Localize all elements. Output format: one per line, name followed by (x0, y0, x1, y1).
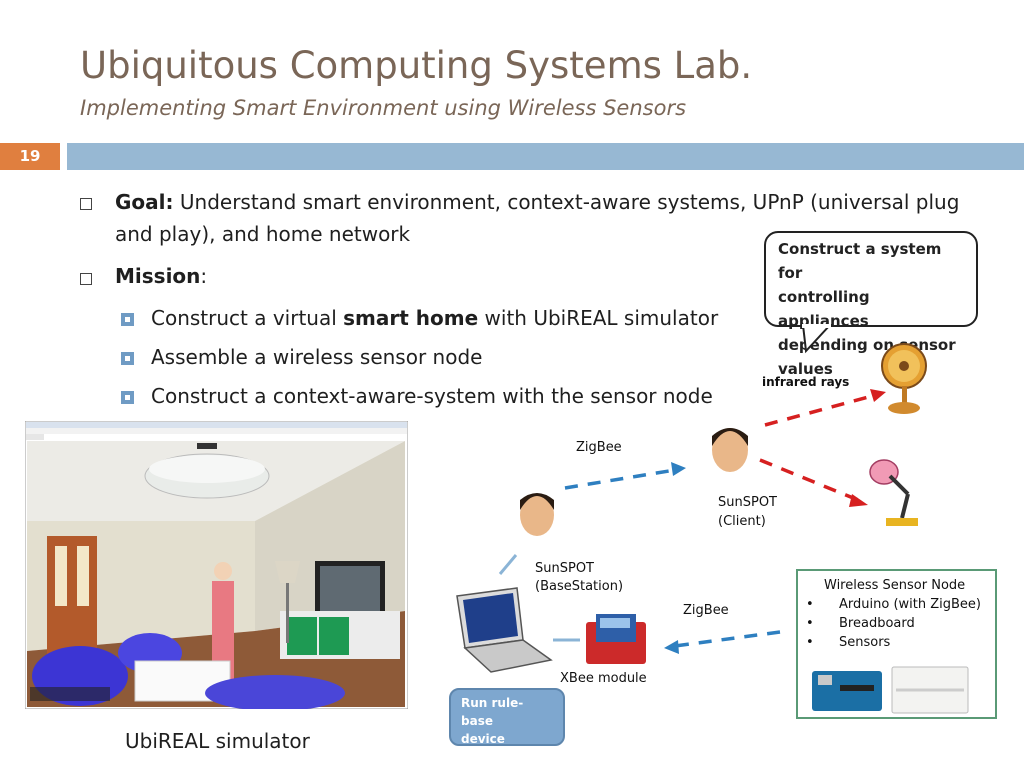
mission-colon: : (200, 264, 208, 288)
mission-heading: Mission: (115, 264, 207, 288)
slide-subtitle: Implementing Smart Environment using Wir… (80, 96, 687, 120)
wsn-bullet-icon: • (806, 616, 814, 631)
breadboard-icon (891, 666, 969, 714)
zigbee-label-bottom: ZigBee (683, 603, 729, 618)
infrared-arrow-lamp (759, 458, 859, 502)
zigbee-label-top: ZigBee (576, 440, 622, 455)
slide-title: Ubiquitous Computing Systems Lab. (80, 44, 753, 87)
basestation-label-1: SunSPOT (535, 561, 594, 576)
goal-text-2: and play), and home network (115, 222, 411, 246)
infrared-arrowhead-lamp (849, 494, 868, 507)
sunspot-client-photo (712, 428, 748, 472)
wsn-bullet-icon: • (806, 597, 814, 612)
bullet-square-icon (80, 273, 92, 285)
laptop-icon (456, 587, 553, 673)
arduino-board-icon (812, 671, 882, 711)
laptop-usb-connector (498, 554, 518, 575)
mission-label: Mission (115, 264, 201, 288)
zigbee-arrow-top (564, 468, 676, 490)
goal-label: Goal (115, 190, 166, 214)
infrared-arrowhead-fan (870, 389, 886, 402)
slide-number: 19 (0, 143, 60, 170)
mission-item-3: Construct a context-aware-system with th… (151, 384, 713, 408)
callout-bubble: Construct a system for controlling appli… (764, 231, 978, 378)
infrared-label: infrared rays (762, 375, 850, 389)
rule-base-box: Run rule-base device control scenario (449, 688, 565, 782)
rule-line-3: scenario (461, 768, 519, 782)
rule-line-1: Run rule-base (461, 696, 524, 728)
mission-item-1: Construct a virtual smart home with UbiR… (151, 306, 718, 330)
callout-line-4: values (778, 360, 833, 378)
wsn-bullet-icon: • (806, 635, 814, 650)
client-label-2: (Client) (718, 514, 766, 529)
sub-bullet-icon (121, 352, 134, 365)
mission-item-1-post: with UbiREAL simulator (478, 306, 719, 330)
fan-icon (881, 343, 927, 414)
sub-bullet-icon (121, 313, 134, 326)
wsn-title: Wireless Sensor Node (824, 578, 966, 593)
wsn-item: Arduino (with ZigBee) (839, 597, 981, 612)
system-diagram-arrows (498, 389, 886, 654)
xbee-module-icon (586, 614, 646, 664)
callout-line-2: controlling appliances (778, 288, 870, 330)
goal-colon: : (165, 190, 174, 214)
goal-line-1: Goal: Understand smart environment, cont… (115, 190, 959, 214)
wsn-item: Sensors (839, 635, 891, 650)
sub-bullet-icon (121, 391, 134, 404)
basestation-label-2: (BaseStation) (535, 579, 624, 594)
mission-item-1-pre: Construct a virtual (151, 306, 344, 330)
goal-text-1: Understand smart environment, context-aw… (173, 190, 960, 214)
infrared-arrow-fan (764, 393, 877, 427)
sunspot-basestation-photo (520, 493, 554, 536)
zigbee-arrowhead-bottom (664, 640, 679, 654)
xbee-module-label: XBee module (560, 671, 647, 686)
simulator-caption: UbiREAL simulator (125, 729, 310, 753)
client-label-1: SunSPOT (718, 495, 777, 510)
mission-item-1-bold: smart home (343, 306, 479, 330)
rule-line-2: device control (461, 732, 509, 764)
zigbee-arrowhead-top (671, 462, 686, 476)
header-bar (67, 143, 1024, 170)
desk-lamp-icon (869, 459, 918, 526)
ubireal-simulator-screenshot (25, 421, 408, 709)
wireless-sensor-node-box: Wireless Sensor Node • Arduino (with Zig… (796, 569, 997, 719)
callout-tail (801, 324, 833, 354)
mission-item-2: Assemble a wireless sensor node (151, 345, 483, 369)
callout-line-1: Construct a system for (778, 240, 942, 282)
bullet-square-icon (80, 198, 92, 210)
wsn-item: Breadboard (839, 616, 915, 631)
zigbee-arrow-bottom (674, 630, 781, 648)
